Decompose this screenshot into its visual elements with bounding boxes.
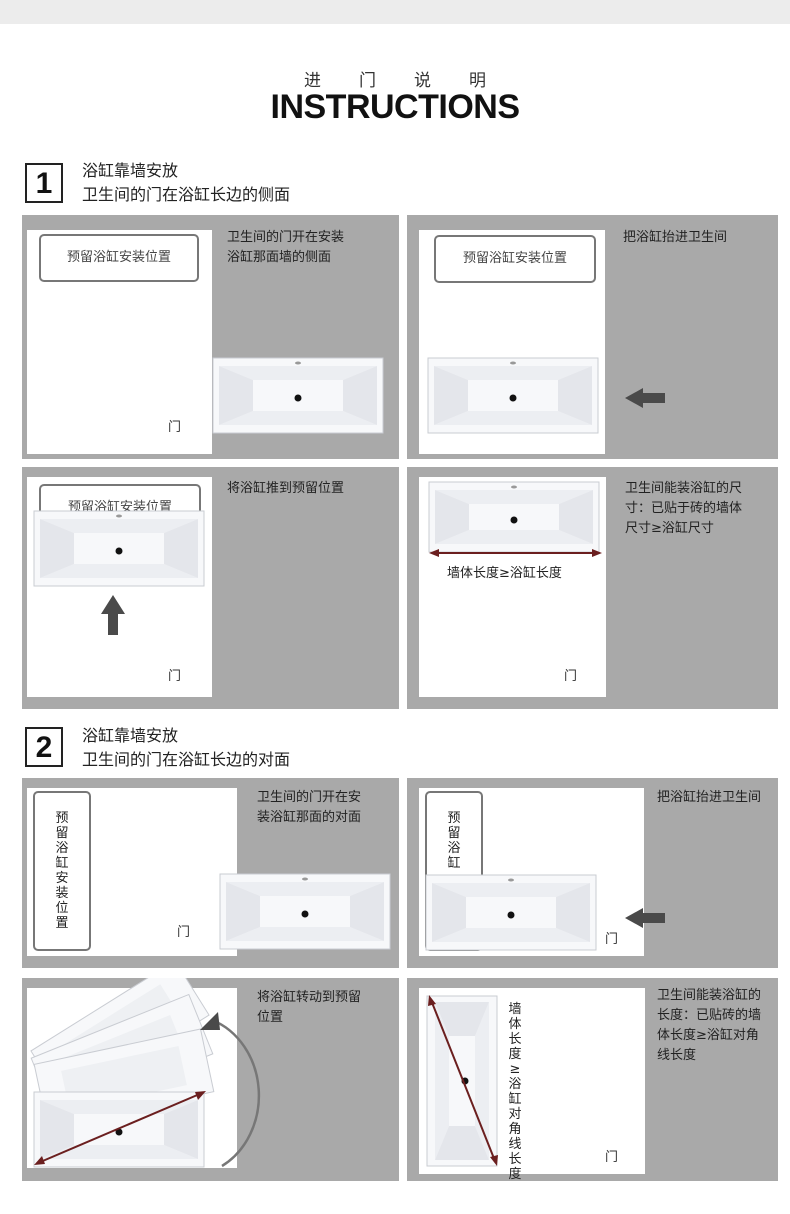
step-number-2: 2 <box>25 727 63 767</box>
panel-caption-line-3: 体长度≥浴缸对角 <box>657 1028 759 1043</box>
panel-1-2: 预留浴缸安装位置 把浴缸抬进卫生间 <box>407 215 778 459</box>
bathtub <box>33 510 205 587</box>
page-title: INSTRUCTIONS <box>270 88 521 126</box>
rotate-arrow-icon <box>200 1012 261 1168</box>
door-swing <box>124 602 212 690</box>
panel-1-1: 预留浴缸安装位置 门 卫生间的门开在安装 浴缸那面墙的侧面 <box>22 215 399 459</box>
diagonal-measure-line <box>34 1091 206 1165</box>
reserved-position-box: 预留浴缸安装位置 <box>434 235 596 283</box>
door-swing <box>124 355 212 443</box>
panel-caption-line-1: 将浴缸推到预留位置 <box>227 481 345 496</box>
panel-1-3: 预留浴缸安装位置 门 将浴缸推到预留位置 <box>22 467 399 709</box>
panel-caption-line-2: 寸：已贴于砖的墙体 <box>625 501 743 516</box>
panel-caption-line-1: 卫生间能装浴缸的 <box>657 988 762 1003</box>
arrow-up-icon <box>101 595 125 635</box>
door-label: 门 <box>177 925 191 940</box>
top-bar <box>0 0 790 24</box>
step-2-title: 浴缸靠墙安放 <box>82 726 179 745</box>
panel-2-4: 门 卫生间能装浴缸的 长度：已贴砖的墙 体长度≥浴缸对角 线长度 墙体长度≥浴缸… <box>407 978 778 1181</box>
door-label: 门 <box>605 1150 619 1165</box>
door-label: 门 <box>168 669 182 684</box>
panel-caption-line-1: 卫生间的门开在安装 <box>227 230 345 245</box>
panel-caption-line-1: 把浴缸抬进卫生间 <box>623 230 728 245</box>
panel-caption-line-1: 把浴缸抬进卫生间 <box>657 790 762 805</box>
bathtub <box>219 873 391 950</box>
door-swing <box>518 602 606 690</box>
panel-caption-line-2: 浴缸那面墙的侧面 <box>227 250 332 265</box>
diagonal-measure-line <box>428 995 498 1166</box>
panel-caption-line-2: 装浴缸那面的对面 <box>257 810 362 825</box>
panel-2-1: 预留浴缸安装位置 门 卫生间的门开在安 装浴缸那面的对面 <box>22 778 399 968</box>
reserved-position-box: 预留浴缸安装位置 <box>39 234 199 282</box>
panel-caption-line-1: 卫生间的门开在安 <box>257 790 362 805</box>
page-subtitle: 进门说明 <box>304 71 524 91</box>
step-1-subtitle: 卫生间的门在浴缸长边的侧面 <box>82 185 291 204</box>
wall-length-measure-line <box>429 549 602 557</box>
reserved-position-label: 预留浴缸 <box>447 811 461 871</box>
panel-2-2: 预留浴缸 门 把浴缸抬进卫生间 <box>407 778 778 968</box>
step-1-title: 浴缸靠墙安放 <box>82 161 179 180</box>
door-label: 门 <box>168 420 182 435</box>
bathtub <box>428 481 600 553</box>
arrow-left-icon <box>625 908 665 928</box>
door-swing <box>162 860 237 935</box>
measure-label: 墙体长度≥浴缸长度 <box>447 566 562 581</box>
step-number-1: 1 <box>25 163 63 203</box>
panel-caption-line-2: 位置 <box>257 1010 284 1025</box>
reserved-position-box-vertical: 预留浴缸安装位置 <box>33 791 91 951</box>
reserved-position-label: 预留浴缸安装位置 <box>55 811 69 931</box>
panel-caption-line-3: 尺寸≥浴缸尺寸 <box>625 521 714 536</box>
panel-caption-line-1: 将浴缸转动到预留 <box>257 990 362 1005</box>
door-label: 门 <box>564 669 578 684</box>
panel-caption-line-4: 线长度 <box>657 1048 697 1063</box>
bathtub <box>425 874 597 951</box>
measure-label-vertical: 墙体长度≥浴缸对角线长度 <box>508 1002 522 1181</box>
door-swing <box>567 1088 645 1166</box>
panel-2-3: 将浴缸转动到预留 位置 <box>22 978 399 1181</box>
panel-1-4: 门 卫生间能装浴缸的尺 寸：已贴于砖的墙体 尺寸≥浴缸尺寸 墙体长度≥浴缸长度 <box>407 467 778 709</box>
step-2-subtitle: 卫生间的门在浴缸长边的对面 <box>82 750 291 769</box>
bathtub <box>427 357 599 434</box>
arrow-left-icon <box>625 388 665 408</box>
panel-caption-line-2: 长度：已贴砖的墙 <box>657 1008 762 1023</box>
door-label: 门 <box>605 932 619 947</box>
bathtub <box>212 357 384 434</box>
panel-caption-line-1: 卫生间能装浴缸的尺 <box>625 481 743 496</box>
